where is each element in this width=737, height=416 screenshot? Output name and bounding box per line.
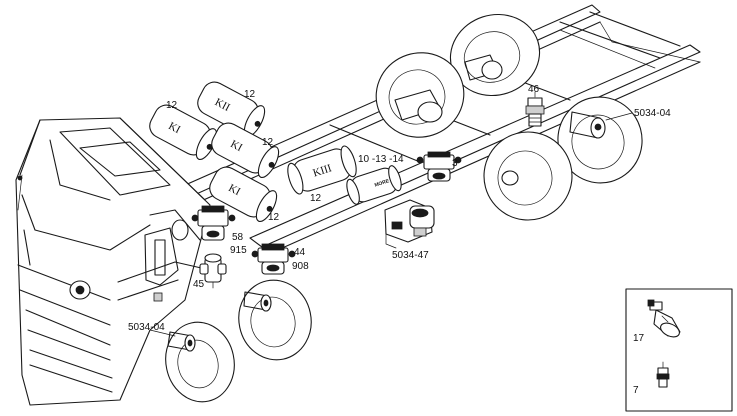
callout-12-top-left: 12	[166, 100, 178, 111]
callout-10-13-14: 10 -13 -14	[358, 154, 404, 165]
air-tank-small: MORE	[346, 165, 402, 205]
rear-upper-wheels	[375, 13, 541, 138]
air-tank-ki-low: KI	[209, 166, 278, 222]
inset-frame	[625, 288, 733, 412]
rear-lower-wheels	[483, 96, 643, 221]
tank-label-ki-low: KI	[226, 182, 242, 198]
callout-915: 915	[230, 245, 247, 256]
callout-12-ki-low: 12	[268, 212, 280, 223]
rear-brake-chamber	[569, 111, 633, 139]
callout-12-kiii: 12	[310, 193, 322, 204]
fitting-46	[525, 91, 545, 127]
inset-part-7	[656, 361, 670, 388]
detail-inset: 17 7	[625, 288, 733, 412]
front-brake-chamber-right	[243, 291, 272, 312]
truck-cab	[15, 117, 211, 406]
tank-label-kiii: KIII	[311, 162, 333, 179]
callout-44: 44	[294, 247, 306, 258]
callout-12-ki-mid: 12	[262, 137, 274, 148]
inset-callout-7: 7	[633, 385, 639, 396]
callout-3: 3	[452, 158, 458, 169]
front-brake-chamber-left	[149, 329, 196, 352]
air-tank-kii: KII	[197, 81, 266, 137]
relay-valve-3	[416, 151, 462, 182]
inset-callout-17: 17	[633, 333, 645, 344]
air-tank-kiii: KIII	[287, 145, 357, 195]
valve-44	[251, 243, 296, 275]
callout-908: 908	[292, 261, 309, 272]
callout-45: 45	[193, 279, 205, 290]
callout-5034-04-rear: 5034-04	[634, 108, 671, 119]
callout-58: 58	[232, 232, 244, 243]
callout-12-kii: 12	[244, 89, 256, 100]
callout-5034-04-front: 5034-04	[128, 322, 165, 333]
tank-label-ki-mid: KI	[228, 138, 244, 154]
callout-labels: 12 12 12 12 12 10 -13 -14 3 46 5034-04 5…	[128, 84, 671, 333]
air-tank-ki-top: KI	[149, 104, 218, 160]
tank-label-ki-top: KI	[166, 120, 182, 136]
callout-5034-47: 5034-47	[392, 250, 429, 261]
air-tank-ki-mid: KI	[211, 122, 280, 178]
callout-46: 46	[528, 84, 540, 95]
valve-58	[191, 205, 236, 241]
front-wheels	[165, 279, 312, 403]
tee-fitting-45	[199, 253, 227, 289]
inset-part-17	[647, 299, 681, 338]
valve-block-5034-47	[384, 199, 435, 249]
tank-label-small: MORE	[374, 178, 391, 189]
